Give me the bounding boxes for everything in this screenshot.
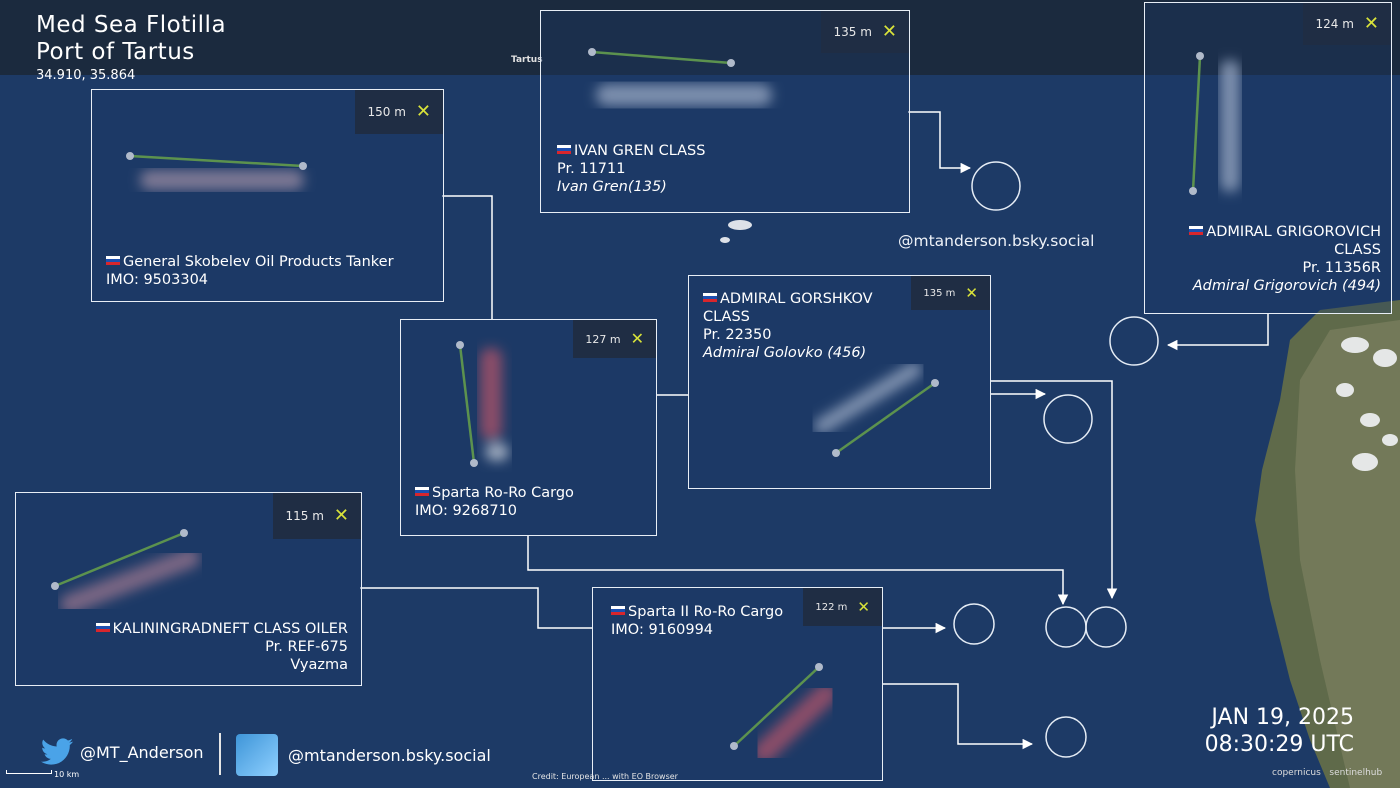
close-icon[interactable]: ✕ [881, 21, 897, 42]
footer-divider [219, 733, 221, 775]
title-line-1: Med Sea Flotilla [36, 12, 227, 38]
twitter-bird-icon [41, 738, 73, 765]
bluesky-credit[interactable]: @mtanderson.bsky.social [236, 734, 491, 776]
twitter-credit[interactable]: @MT_Anderson [40, 738, 204, 766]
length-badge: 122 m ✕ [803, 588, 882, 626]
vessel-box-sparta-ii: 122 m ✕ Sparta II Ro-Ro Cargo IMO: 91609… [592, 587, 883, 781]
top-landmass-band [0, 0, 1400, 75]
close-icon[interactable]: ✕ [630, 329, 644, 348]
title-line-2: Port of Tartus [36, 39, 195, 65]
ship-blur-kaliningradneft [60, 548, 200, 614]
length-label: 135 m [833, 25, 872, 39]
ship-blur-sparta-ii [753, 683, 837, 763]
length-label: 115 m [285, 509, 324, 523]
vessel-box-ivan-gren: 135 m ✕ IVAN GREN CLASS Pr. 11711 Ivan G… [540, 10, 910, 213]
vessel-box-sparta: 127 m ✕ Sparta Ro-Ro Cargo IMO: 9268710 [400, 319, 657, 536]
vessel-label: IVAN GREN CLASS Pr. 11711 Ivan Gren(135) [557, 143, 706, 195]
clouds [720, 220, 1398, 471]
length-badge: 150 m ✕ [355, 90, 443, 134]
length-badge: 135 m ✕ [821, 11, 909, 53]
russian-flag-icon [557, 145, 571, 154]
ship-blur-ivan-gren [596, 84, 772, 106]
close-icon[interactable]: ✕ [333, 505, 349, 526]
length-label: 127 m [585, 332, 621, 346]
vessel-box-gorshkov: 135 m ✕ ADMIRAL GORSHKOV CLASS Pr. 22350… [688, 275, 991, 489]
measure-lines [54, 50, 1202, 747]
vessel-label: Sparta II Ro-Ro Cargo IMO: 9160994 [611, 604, 784, 638]
scale-label: 10 km [54, 770, 80, 779]
image-credit: Credit: European ... with EO Browser [532, 772, 678, 781]
vessel-label: ADMIRAL GORSHKOV CLASS Pr. 22350 Admiral… [703, 291, 873, 361]
ship-blur-skobelev [140, 170, 304, 190]
ship-blur-gorshkov [814, 362, 922, 434]
russian-flag-icon [415, 487, 429, 496]
twitter-handle: @MT_Anderson [80, 742, 204, 762]
close-icon[interactable]: ✕ [1363, 13, 1379, 34]
timestamp: JAN 19, 2025 08:30:29 UTC [1205, 704, 1354, 758]
length-badge: 127 m ✕ [573, 320, 656, 358]
russian-flag-icon [1189, 226, 1204, 235]
vessel-label: KALININGRADNEFT CLASS OILER Pr. REF-675 … [28, 620, 348, 674]
copernicus-logo-icon: copernicus [1272, 768, 1321, 778]
vessel-box-grigorovich: 124 m ✕ ADMIRAL GRIGOROVICH CLASS Pr. 11… [1144, 2, 1392, 314]
measure-endpoints [51, 48, 1204, 750]
length-badge: 124 m ✕ [1303, 3, 1391, 45]
bluesky-handle: @mtanderson.bsky.social [288, 745, 491, 765]
russian-flag-icon [95, 623, 110, 632]
connectors [360, 111, 1269, 750]
vessel-label: General Skobelev Oil Products Tanker IMO… [106, 254, 394, 288]
vessel-label: Sparta Ro-Ro Cargo IMO: 9268710 [415, 485, 574, 519]
ship-blur-sparta [480, 348, 509, 461]
length-label: 122 m [815, 601, 848, 613]
close-icon[interactable]: ✕ [415, 101, 431, 122]
length-label: 150 m [367, 105, 406, 119]
length-badge: 135 m ✕ [911, 276, 990, 310]
russian-flag-icon [703, 293, 717, 302]
ship-blur-grigorovich [1220, 60, 1240, 192]
vessel-box-skobelev: 150 m ✕ General Skobelev Oil Products Ta… [91, 89, 444, 302]
length-badge: 115 m ✕ [273, 493, 361, 539]
coordinates: 34.910, 35.864 [36, 68, 136, 83]
vessel-box-kaliningradneft: 115 m ✕ KALININGRADNEFT CLASS OILER Pr. … [15, 492, 362, 686]
time-label: 08:30:29 UTC [1204, 732, 1354, 757]
russian-flag-icon [106, 256, 120, 265]
sentinelhub-logo-icon: sentinelhub [1329, 768, 1383, 778]
bluesky-logo-icon [236, 734, 278, 776]
length-label: 135 m [923, 287, 956, 299]
title-block: Med Sea Flotilla Port of Tartus 34.910, … [36, 12, 226, 83]
vessel-label: ADMIRAL GRIGOROVICH CLASS Pr. 11356R Adm… [1151, 223, 1381, 295]
russian-flag-icon [611, 606, 625, 615]
location-circles [953, 161, 1159, 758]
date-label: JAN 19, 2025 [1211, 705, 1354, 730]
length-label: 124 m [1315, 17, 1354, 31]
place-label: Tartus [511, 55, 543, 65]
close-icon[interactable]: ✕ [965, 283, 978, 302]
provider-logos: copernicus sentinelhub [1272, 768, 1382, 778]
watermark-handle: @mtanderson.bsky.social [898, 232, 1095, 250]
close-icon[interactable]: ✕ [857, 597, 870, 616]
scale-bar-line [6, 770, 52, 774]
